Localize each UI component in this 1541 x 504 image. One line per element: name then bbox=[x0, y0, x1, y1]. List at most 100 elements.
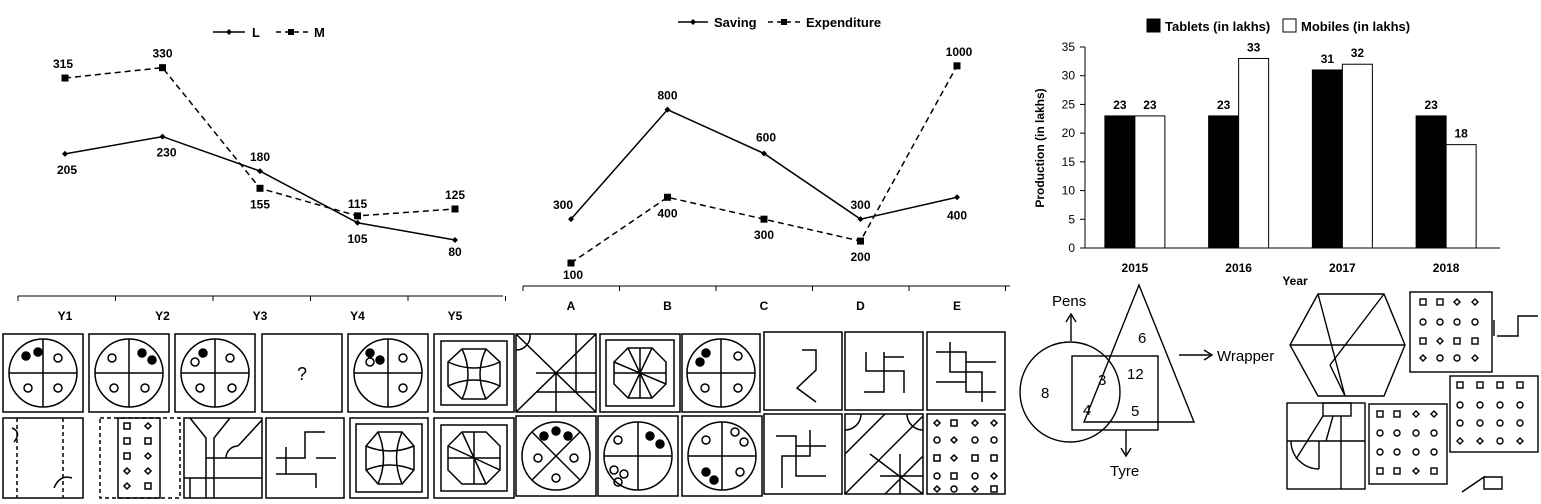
bar-tablets-2018 bbox=[1415, 115, 1447, 249]
y-tick-label-10: 10 bbox=[1062, 184, 1076, 198]
data-label-l: 105 bbox=[347, 232, 367, 246]
series-line-m bbox=[64, 66, 456, 217]
bar-tablets-2017 bbox=[1311, 69, 1343, 249]
marker-saving bbox=[954, 194, 960, 201]
venn-labels: Pens Wrapper Tyre 8 6 3 12 4 5 bbox=[1041, 293, 1274, 480]
x-tick-label-y5: Y5 bbox=[448, 309, 463, 323]
data-label-saving: 600 bbox=[756, 130, 776, 144]
arrow-wrapper-head bbox=[1203, 349, 1214, 361]
region-triangle-only: 6 bbox=[1138, 330, 1146, 347]
x-tick-label-b: B bbox=[663, 299, 672, 313]
marker-l bbox=[159, 133, 166, 140]
data-label-expenditure: 300 bbox=[754, 228, 774, 242]
legend-label-mobiles: Mobiles (in lakhs) bbox=[1301, 19, 1410, 34]
marker-expenditure bbox=[567, 259, 575, 267]
marker-m bbox=[61, 74, 69, 82]
y-tick-label-20: 20 bbox=[1062, 126, 1076, 140]
x-tick-label-2015: 2015 bbox=[1122, 261, 1149, 275]
y-tick-label-15: 15 bbox=[1062, 155, 1076, 169]
tile-r1-10 bbox=[763, 331, 843, 411]
tile-r1-11 bbox=[844, 331, 924, 411]
tile-r2-12 bbox=[926, 413, 1006, 495]
marker-m bbox=[451, 205, 459, 213]
bar-mobiles-2015 bbox=[1134, 115, 1166, 249]
bar-label-tablets-2016: 23 bbox=[1217, 98, 1231, 112]
data-label-l: 230 bbox=[156, 146, 176, 160]
arrow-tyre-head bbox=[1120, 447, 1132, 458]
tile-r2-2 bbox=[99, 417, 181, 499]
region-circle-only: 8 bbox=[1041, 385, 1049, 402]
data-label-m: 125 bbox=[445, 188, 465, 202]
tile-r2-10 bbox=[763, 413, 843, 495]
tile-r2-5 bbox=[349, 417, 429, 499]
bar-label-mobiles-2015: 23 bbox=[1143, 98, 1157, 112]
tile-r1-1 bbox=[2, 333, 84, 413]
legend-label-saving: Saving bbox=[714, 15, 757, 30]
region-triangle-square: 12 bbox=[1127, 366, 1144, 383]
dot-grid-card-2 bbox=[1449, 375, 1539, 453]
tile-r1-7 bbox=[515, 333, 597, 413]
tile-r2-4 bbox=[265, 417, 345, 499]
step-line-1 bbox=[1497, 315, 1538, 337]
data-label-saving: 300 bbox=[850, 198, 870, 212]
bar-mobiles-2018 bbox=[1445, 144, 1477, 249]
marker-l bbox=[452, 237, 458, 243]
x-tick-label-2016: 2016 bbox=[1225, 261, 1252, 275]
data-label-l: 180 bbox=[250, 150, 270, 164]
x-tick-label-2017: 2017 bbox=[1329, 261, 1356, 275]
tile-r2-8 bbox=[597, 415, 679, 497]
bar-label-tablets-2018: 23 bbox=[1424, 98, 1438, 112]
marker-saving bbox=[664, 106, 671, 113]
legend-marker-l bbox=[226, 29, 232, 35]
data-label-m: 155 bbox=[250, 197, 270, 211]
marker-l bbox=[62, 150, 68, 157]
series-line-saving bbox=[570, 108, 958, 220]
marker-m bbox=[354, 212, 361, 220]
x-tick-label-c: C bbox=[760, 299, 769, 313]
bar-tablets-2016 bbox=[1208, 115, 1240, 249]
legend-label-l: L bbox=[252, 25, 260, 40]
line-chart-saving-expenditure: Saving Expenditure 300800600300400100400… bbox=[522, 15, 1010, 313]
arrow-pens-head bbox=[1065, 312, 1077, 323]
bar-tablets-2015 bbox=[1104, 115, 1136, 249]
bar-mobiles-2017 bbox=[1341, 63, 1373, 249]
tile-r2-11 bbox=[844, 413, 924, 495]
square-tyre bbox=[1071, 355, 1159, 431]
legend-label-tablets: Tablets (in lakhs) bbox=[1165, 19, 1270, 34]
marker-saving bbox=[568, 216, 574, 223]
hexagon-figure bbox=[1289, 293, 1406, 397]
y-tick-label-5: 5 bbox=[1068, 212, 1075, 226]
y-tick-label-35: 35 bbox=[1062, 40, 1076, 54]
label-tyre: Tyre bbox=[1110, 463, 1139, 480]
marker-saving bbox=[857, 216, 864, 223]
tile-r2-9 bbox=[681, 415, 763, 497]
x-tick-label-2018: 2018 bbox=[1433, 261, 1460, 275]
tile-r1-3 bbox=[174, 333, 256, 413]
bar-mobiles-2016 bbox=[1238, 57, 1270, 249]
data-label-expenditure: 200 bbox=[850, 250, 870, 264]
data-label-saving: 400 bbox=[947, 208, 967, 222]
data-label-m: 330 bbox=[152, 47, 172, 61]
region-circle-square: 4 bbox=[1083, 402, 1091, 419]
dot-grid-card-1 bbox=[1409, 291, 1493, 373]
data-label-saving: 300 bbox=[553, 198, 573, 212]
triangle-wrapper bbox=[1082, 283, 1196, 423]
data-label-expenditure: 400 bbox=[657, 206, 677, 220]
tile-r1-9 bbox=[681, 333, 761, 413]
question-mark: ? bbox=[297, 364, 307, 384]
bar-label-mobiles-2017: 32 bbox=[1351, 46, 1365, 60]
x-tick-label-y1: Y1 bbox=[58, 309, 73, 323]
x-tick-label-y4: Y4 bbox=[350, 309, 365, 323]
marker-m bbox=[159, 64, 166, 72]
label-pens: Pens bbox=[1052, 293, 1086, 310]
tile-r2-1 bbox=[2, 417, 84, 499]
marker-expenditure bbox=[857, 237, 864, 245]
legend-swatch-mobiles bbox=[1282, 18, 1297, 33]
x-tick-label-y3: Y3 bbox=[253, 309, 268, 323]
